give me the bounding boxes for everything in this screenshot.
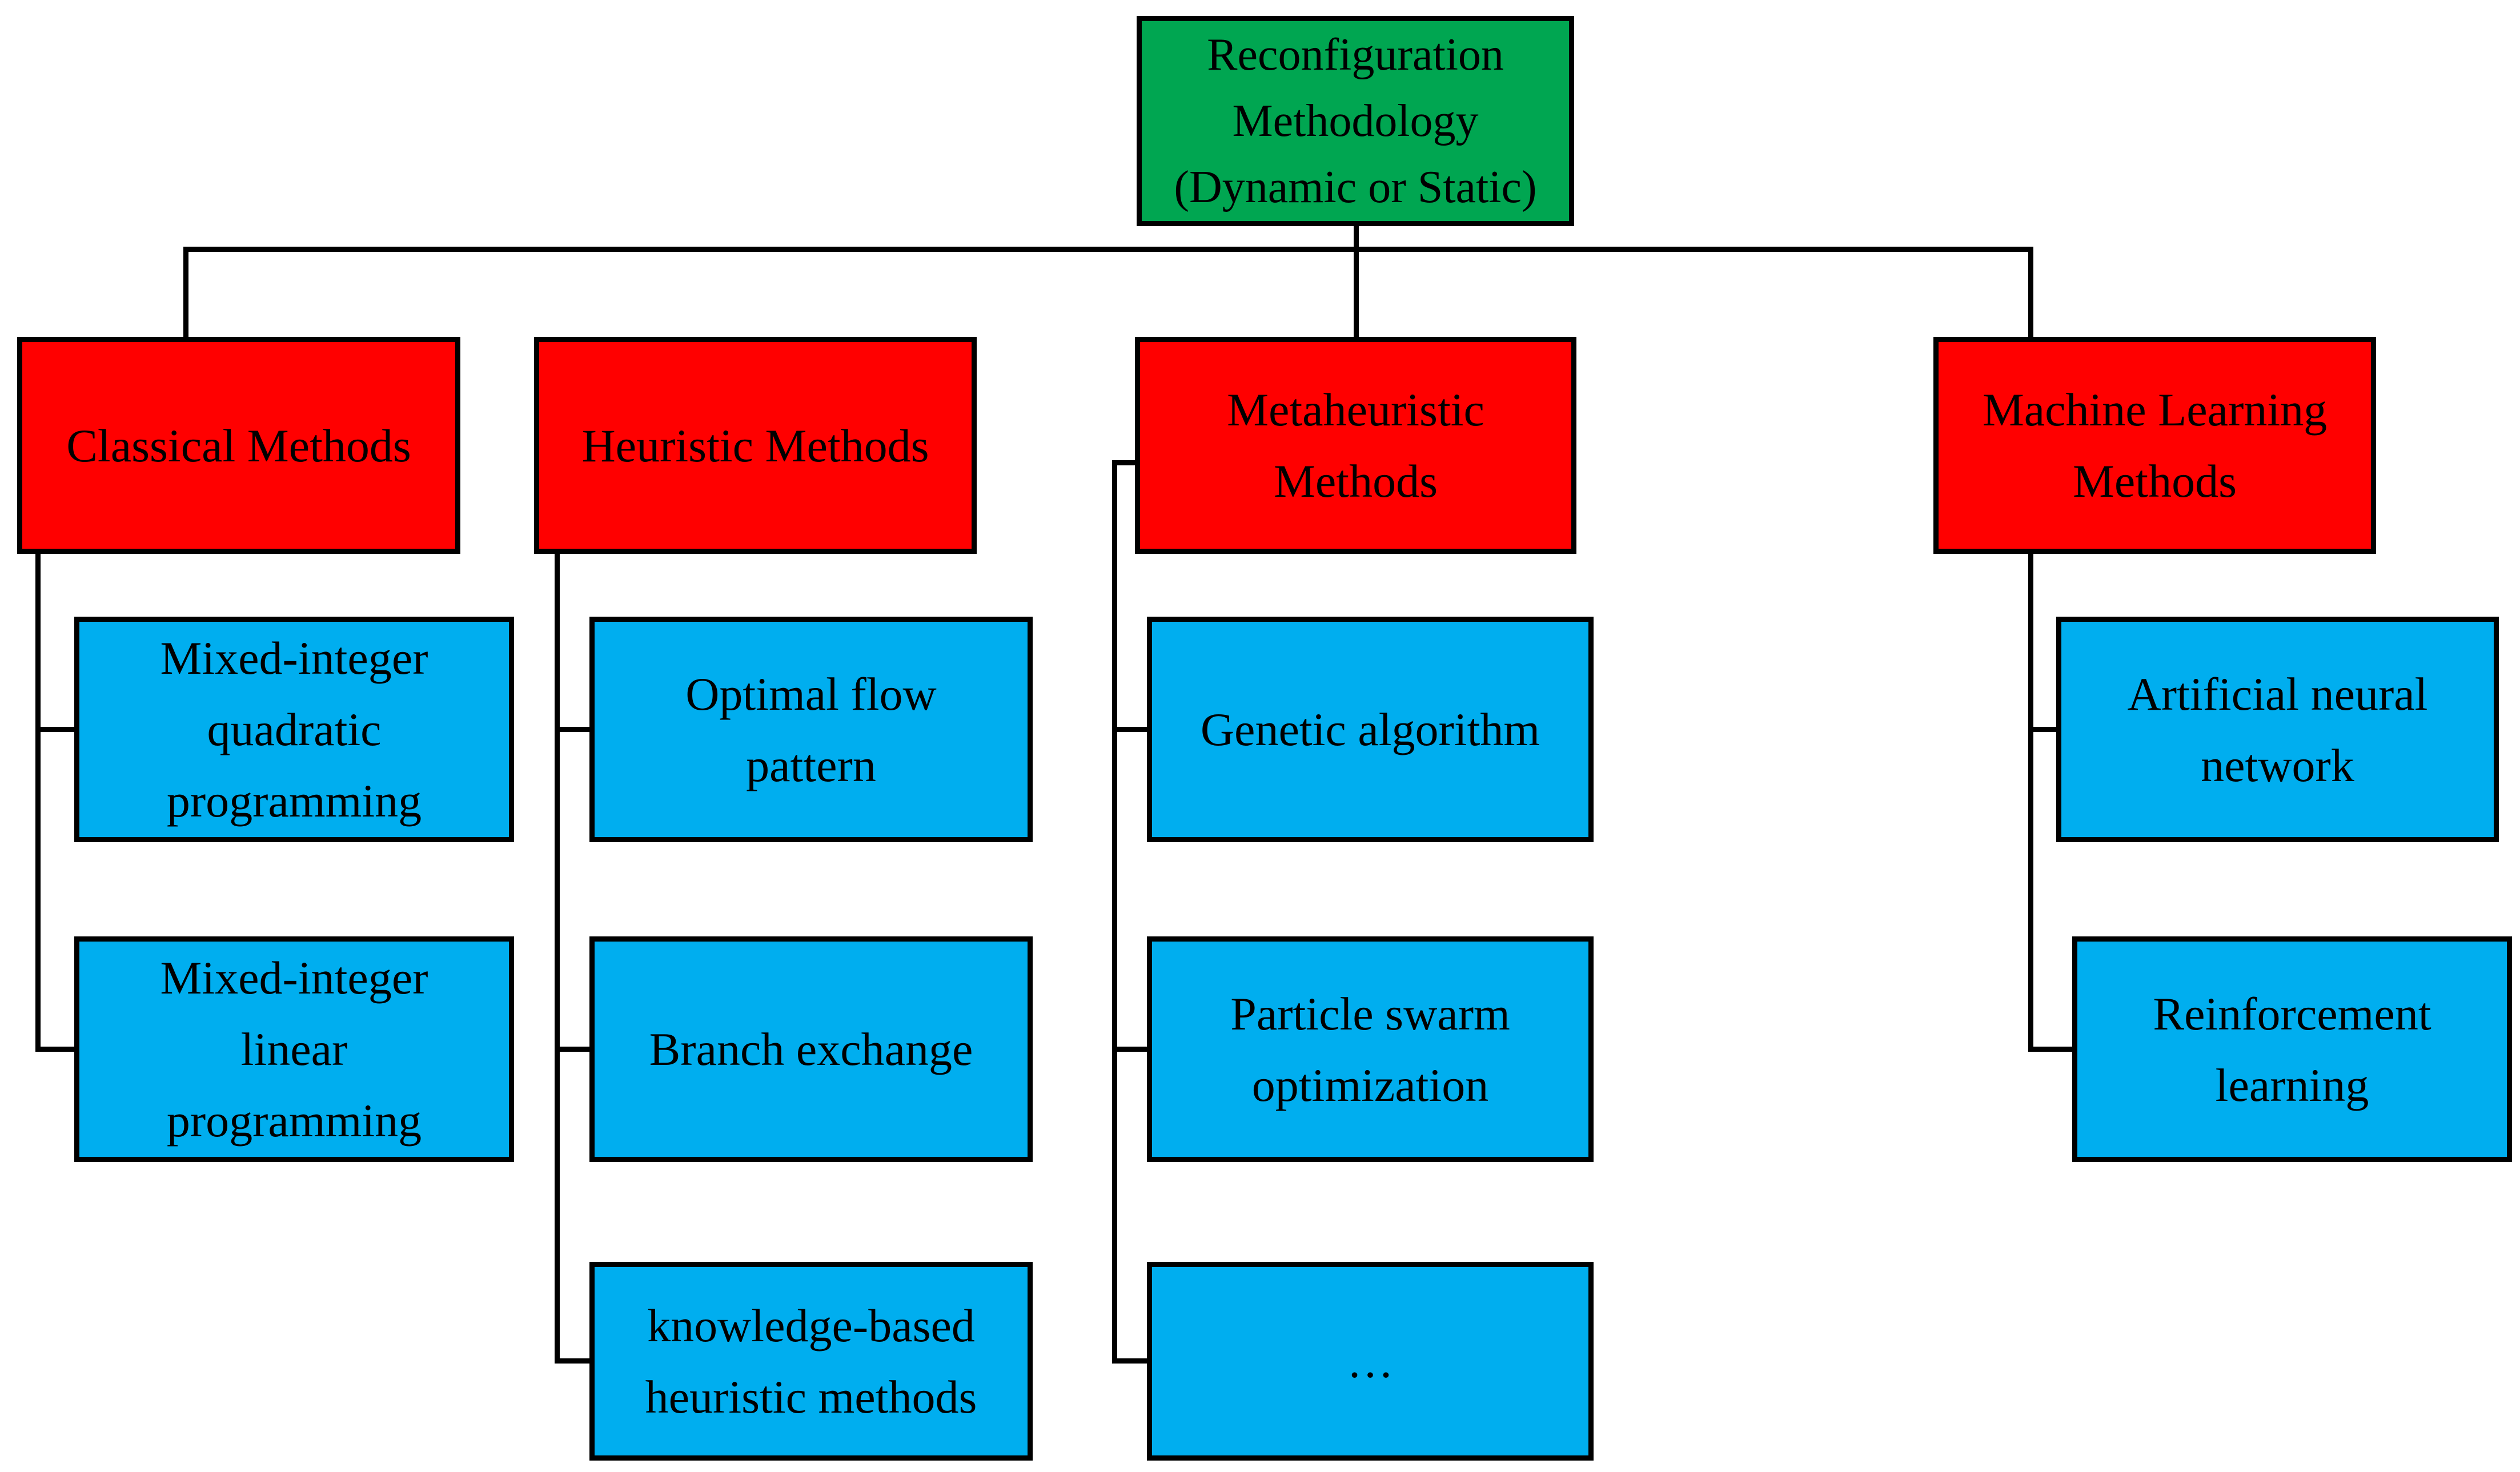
- node-heuristic-methods: Heuristic Methods: [534, 337, 977, 554]
- node-label-line: Methodology: [1232, 96, 1479, 146]
- node-label-line: programming: [166, 1095, 422, 1147]
- connector-classical-drop: [183, 247, 188, 339]
- node-reconfiguration-methodology: Reconfiguration Methodology (Dynamic or …: [1137, 16, 1574, 226]
- node-label-line: (Dynamic or Static): [1174, 162, 1537, 212]
- node-label-line: Mixed-integer: [160, 952, 428, 1004]
- connector-metaheuristic-trunk: [1112, 460, 1117, 1364]
- node-label-line: Artificial neural: [2127, 667, 2428, 720]
- node-label-line: knowledge-based: [647, 1300, 975, 1352]
- node-machine-learning-methods: Machine Learning Methods: [1933, 337, 2376, 554]
- node-mixed-integer-quadratic-programming: Mixed-integer quadratic programming: [74, 617, 514, 842]
- node-label-line: learning: [2215, 1059, 2369, 1111]
- connector-ann: [2028, 727, 2060, 732]
- connector-ml-drop: [2028, 247, 2033, 339]
- node-label-line: programming: [166, 775, 422, 827]
- node-genetic-algorithm: Genetic algorithm: [1147, 617, 1594, 842]
- node-label-line: Particle swarm: [1230, 987, 1510, 1040]
- node-label-line: Reinforcement: [2153, 987, 2431, 1040]
- connector-particle-swarm: [1112, 1047, 1151, 1052]
- connector-ellipsis: [1112, 1358, 1151, 1364]
- node-label-line: heuristic methods: [645, 1371, 977, 1423]
- node-branch-exchange: Branch exchange: [589, 936, 1033, 1162]
- node-label-line: Machine Learning: [1982, 384, 2328, 436]
- connector-miqp: [35, 727, 78, 732]
- node-label-line: Heuristic Methods: [581, 419, 929, 472]
- node-label-line: Metaheuristic: [1227, 384, 1484, 436]
- connector-root-drop: [1354, 226, 1359, 339]
- node-label-line: Genetic algorithm: [1200, 703, 1540, 755]
- node-label-line: Branch exchange: [649, 1023, 973, 1075]
- node-label-line: Optimal flow: [685, 667, 937, 720]
- node-knowledge-based-heuristic-methods: knowledge-based heuristic methods: [589, 1262, 1033, 1461]
- node-classical-methods: Classical Methods: [17, 337, 460, 554]
- connector-branch-exchange: [555, 1047, 593, 1052]
- connector-genetic-algorithm: [1112, 727, 1151, 732]
- node-mixed-integer-linear-programming: Mixed-integer linear programming: [74, 936, 514, 1162]
- node-artificial-neural-network: Artificial neural network: [2056, 617, 2499, 842]
- node-label-line: pattern: [746, 739, 876, 791]
- node-label-line: quadratic: [207, 703, 382, 755]
- connector-optimal-flow: [555, 727, 593, 732]
- connector-metaheuristic-stub: [1112, 460, 1138, 465]
- node-label-line: linear: [240, 1023, 348, 1075]
- connector-rl: [2028, 1047, 2076, 1052]
- connector-classical-trunk: [35, 552, 41, 1052]
- node-other-metaheuristics-ellipsis: …: [1147, 1262, 1594, 1461]
- node-label-line: Reconfiguration: [1207, 30, 1504, 80]
- node-particle-swarm-optimization: Particle swarm optimization: [1147, 936, 1594, 1162]
- connector-heuristic-trunk: [555, 552, 560, 1364]
- node-metaheuristic-methods: Metaheuristic Methods: [1135, 337, 1576, 554]
- node-label-line: Methods: [1274, 455, 1438, 507]
- connector-knowledge-based: [555, 1358, 593, 1364]
- node-label-line: Classical Methods: [66, 419, 411, 472]
- connector-ml-trunk: [2028, 552, 2033, 1052]
- node-label-line: …: [1347, 1335, 1394, 1387]
- connector-milp: [35, 1047, 78, 1052]
- node-label-line: Mixed-integer: [160, 632, 428, 684]
- node-reinforcement-learning: Reinforcement learning: [2072, 936, 2512, 1162]
- node-label-line: optimization: [1251, 1059, 1489, 1111]
- node-label-line: network: [2201, 739, 2354, 791]
- node-optimal-flow-pattern: Optimal flow pattern: [589, 617, 1033, 842]
- connector-top-bus: [183, 247, 2033, 252]
- node-label-line: Methods: [2073, 455, 2237, 507]
